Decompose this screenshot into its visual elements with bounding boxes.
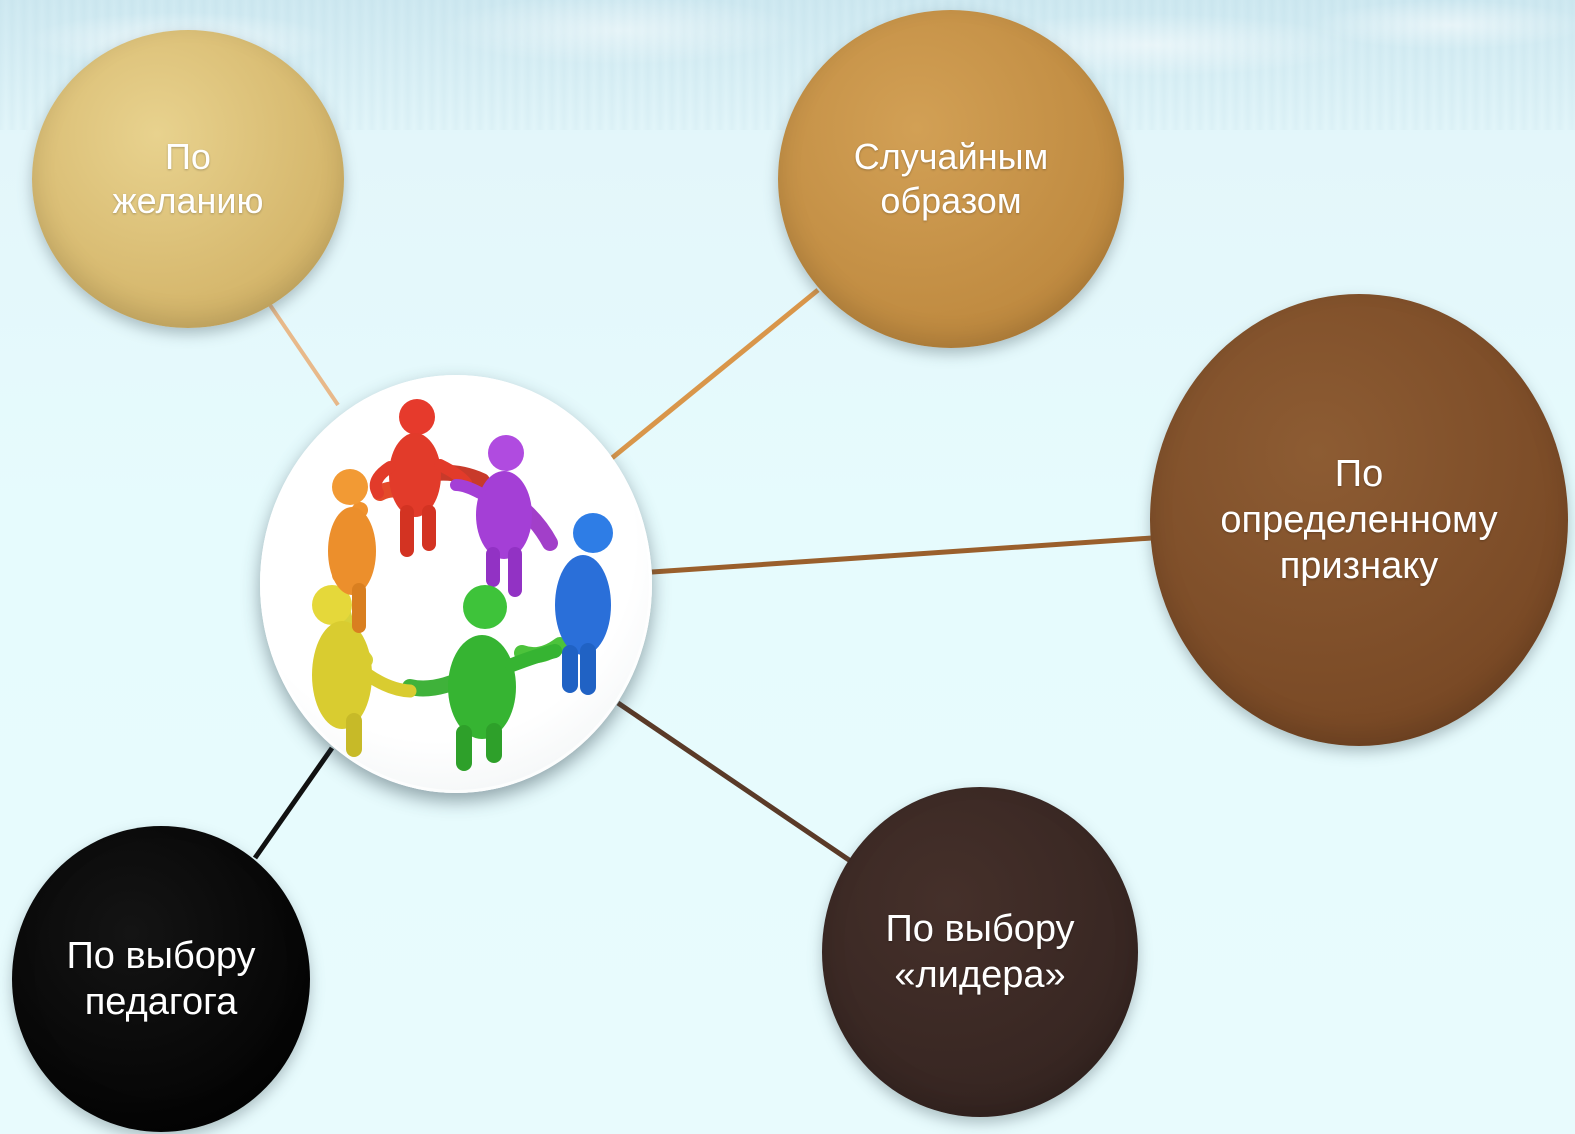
figure-green <box>448 585 562 771</box>
node-wish-label: По желанию <box>112 136 264 221</box>
center-hub <box>260 375 652 793</box>
connector-sign <box>651 535 1153 575</box>
node-wish: По желанию <box>32 30 344 328</box>
node-sign-label: По определенному признаку <box>1220 453 1498 587</box>
connector-teacher <box>252 746 335 860</box>
node-leader-label: По выбору «лидера» <box>885 908 1075 996</box>
figure-orange <box>328 469 376 633</box>
node-teacher-label: По выбору педагога <box>66 935 256 1023</box>
figure-purple <box>450 435 532 597</box>
connector-wish <box>268 303 340 407</box>
node-teacher: По выбору педагога <box>12 826 310 1132</box>
connector-leader <box>616 700 854 865</box>
node-random-label: Случайным образом <box>853 136 1049 221</box>
node-leader: По выбору «лидера» <box>822 787 1138 1117</box>
node-sign: По определенному признаку <box>1150 294 1568 746</box>
figure-yellow <box>312 585 417 757</box>
figure-blue <box>555 513 613 695</box>
connector-random <box>610 288 820 460</box>
people-circle-icon <box>312 399 613 771</box>
node-random: Случайным образом <box>778 10 1124 348</box>
figure-red <box>369 399 472 557</box>
